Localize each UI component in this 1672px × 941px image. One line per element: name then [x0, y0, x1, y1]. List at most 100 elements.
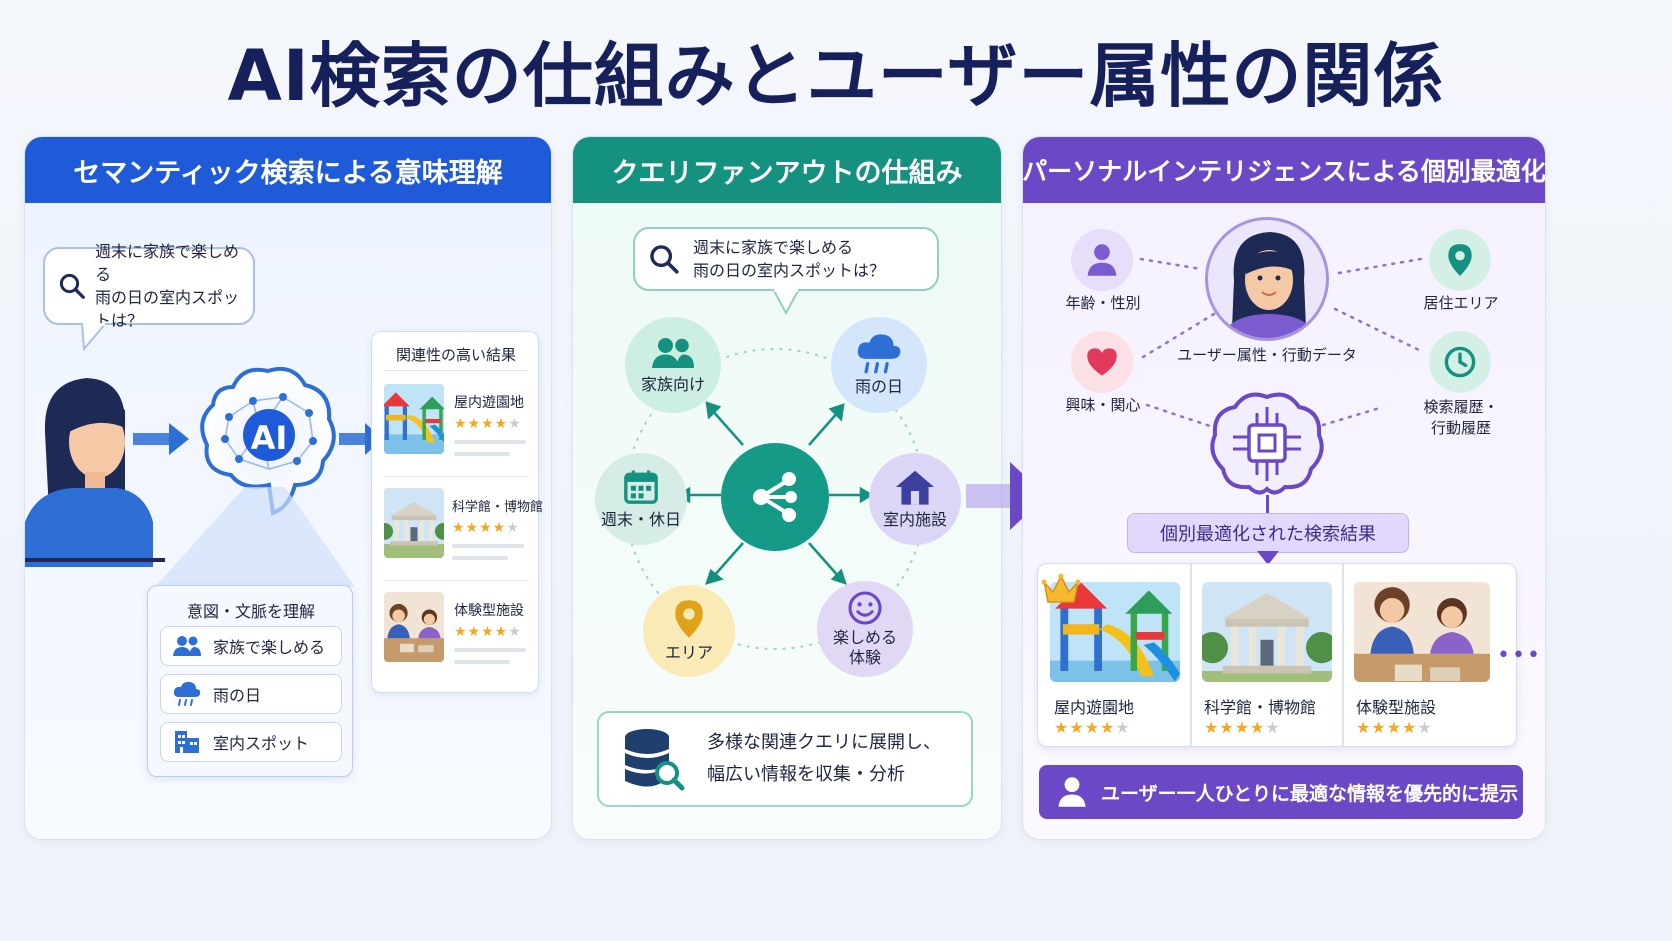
attribute-interests: [1071, 331, 1133, 393]
result-item[interactable]: 体験型施設 ★★★★★: [384, 590, 532, 682]
semantic-search-header: セマンティック検索による意味理解: [25, 137, 551, 203]
intent-label-rain: 雨の日: [213, 686, 262, 705]
intent-label-family: 家族で楽しめる: [213, 638, 326, 657]
fanout-node-label: 室内施設: [882, 510, 947, 529]
building-icon: [175, 731, 199, 753]
user-data-label: ユーザー属性・行動データ: [1177, 346, 1357, 364]
fanout-node-label: 楽しめる: [832, 628, 897, 647]
attribute-age-gender: [1071, 229, 1133, 291]
results-title: 関連性の高い結果: [395, 346, 516, 364]
attribute-label: 興味・関心: [1065, 396, 1141, 414]
user-illustration: [25, 378, 165, 567]
star-rating: ★★★★★: [452, 520, 520, 536]
intent-chip-family: 家族で楽しめる: [160, 626, 342, 666]
intent-label-indoor: 室内スポット: [213, 734, 310, 753]
person-icon: [1087, 244, 1117, 276]
result-label: 屋内遊園地: [454, 395, 524, 411]
avatar: [1220, 232, 1318, 338]
map-pin-icon: [1448, 244, 1472, 276]
star-rating: ★★★★★: [1356, 718, 1433, 737]
note-line-1: 多様な関連クエリに展開し、: [707, 732, 941, 753]
fanout-node-indoor: 室内施設: [869, 453, 961, 545]
ai-brain-icon: [200, 366, 336, 516]
attribute-label-line2: 行動履歴: [1430, 419, 1491, 437]
share-network-icon: [753, 472, 797, 522]
fanout-node-weekend: 週末・休日: [595, 453, 687, 545]
result-item[interactable]: 科学館・博物館 ★★★★★: [384, 486, 543, 578]
result-label: 科学館・博物館: [1204, 698, 1317, 717]
result-label: 体験型施設: [1356, 698, 1437, 717]
query-line-1: 週末に家族で楽しめる: [693, 238, 854, 257]
intent-title: 意図・文脈を理解: [186, 602, 315, 621]
more-results-indicator[interactable]: •••: [1497, 643, 1542, 668]
semantic-search-panel: セマンティック検索による意味理解 週末に家族で楽しめる 雨の日の室内スポットは？: [24, 136, 552, 840]
attribute-label: 年齢・性別: [1065, 294, 1141, 312]
star-rating: ★★★★★: [454, 624, 522, 640]
fanout-node-family: 家族向け: [625, 317, 721, 413]
bubble-tail: [80, 323, 108, 352]
result-label: 科学館・博物館: [452, 500, 544, 515]
query-line-2: 雨の日の室内スポットは？: [693, 261, 886, 280]
search-icon: [59, 273, 85, 299]
query-fanout-panel: クエリファンアウトの仕組み 週末に家族で楽しめる 雨の日の室内スポットは？ 家族…: [572, 136, 1002, 840]
result-item[interactable]: 屋内遊園地 ★★★★★: [384, 382, 532, 474]
workshop-thumbnail: [384, 592, 444, 662]
smile-icon: [848, 591, 882, 625]
attribute-label: 居住エリア: [1423, 294, 1499, 312]
query-fanout-header: クエリファンアウトの仕組み: [573, 137, 1001, 203]
attribute-history: [1429, 331, 1491, 393]
museum-thumbnail: [384, 488, 444, 558]
museum-thumbnail: [1202, 582, 1332, 682]
family-icon: [173, 636, 201, 656]
intent-chip-indoor: 室内スポット: [160, 722, 342, 762]
intent-chip-rain: 雨の日: [160, 674, 342, 714]
fanout-node-label: 週末・休日: [600, 510, 681, 529]
map-pin-icon: [675, 600, 703, 638]
star-rating: ★★★★★: [454, 416, 522, 432]
query-line-2: 雨の日の室内スポットは？: [95, 288, 240, 330]
personal-result-item[interactable]: 科学館・博物館 ★★★★★: [1202, 582, 1332, 742]
query-bubble: 週末に家族で楽しめる 雨の日の室内スポットは？: [43, 242, 255, 330]
focus-beam: [155, 487, 355, 587]
workshop-thumbnail: [1354, 582, 1490, 682]
personal-intelligence-panel: パーソナルインテリジェンスによる個別最適化 ユーザー属性・行動データ 年齢・性別: [1022, 136, 1546, 840]
arrow-to-ai: [133, 423, 189, 455]
ai-chip-brain-icon: [1210, 392, 1324, 495]
result-label: 体験型施設: [454, 603, 524, 619]
rain-cloud-icon: [173, 681, 201, 706]
fanout-node-area: エリア: [643, 585, 735, 677]
fanout-query-bubble: 週末に家族で楽しめる 雨の日の室内スポットは？: [633, 227, 939, 291]
heart-icon: [1087, 348, 1117, 376]
fanout-node-label: 家族向け: [640, 375, 705, 394]
person-icon: [1058, 777, 1086, 807]
rain-cloud-icon: [857, 334, 901, 374]
personal-result-item[interactable]: 屋内遊園地 ★★★★★: [1050, 582, 1180, 742]
playground-thumbnail: [384, 384, 444, 454]
optimized-results-label: 個別最適化された検索結果: [1127, 513, 1409, 553]
note-line-2: 幅広い情報を収集・分析: [707, 764, 905, 785]
query-line-1: 週末に家族で楽しめる: [95, 242, 240, 284]
fanout-node-experience: 楽しめる 体験: [817, 581, 913, 677]
fanout-node-label: 体験: [848, 648, 881, 667]
fanout-node-label: エリア: [664, 643, 713, 662]
down-arrow: [1257, 551, 1279, 565]
priority-footer: ユーザー一人ひとりに最適な情報を優先的に提示: [1039, 765, 1523, 819]
footer-text: ユーザー一人ひとりに最適な情報を優先的に提示: [1101, 782, 1519, 805]
attribute-residence: [1429, 229, 1491, 291]
fanout-note: 多様な関連クエリに展開し、 幅広い情報を収集・分析: [597, 711, 973, 807]
personal-result-item[interactable]: 体験型施設 ★★★★★: [1354, 582, 1490, 742]
star-rating: ★★★★★: [1204, 718, 1281, 737]
intent-box: 意図・文脈を理解 家族で楽しめる 雨の日 室内スポット: [147, 585, 353, 777]
ai-label: AI: [250, 419, 288, 457]
personal-intelligence-header: パーソナルインテリジェンスによる個別最適化: [1023, 137, 1545, 203]
home-icon: [896, 470, 934, 505]
result-label: 屋内遊園地: [1054, 698, 1135, 717]
database-search-icon: [625, 729, 685, 791]
personalized-results-card: 屋内遊園地 ★★★★★ 科学館・博物館 ★★★★★ 体験型施設 ★★★★★: [1037, 563, 1517, 748]
bubble-tail: [771, 289, 801, 316]
page-title: AI検索の仕組みとユーザー属性の関係: [227, 35, 1445, 117]
family-icon: [652, 338, 694, 368]
fanout-hub: [721, 443, 829, 551]
relevant-results-card: 関連性の高い結果 屋内遊園地 ★★★★★ 科学館・博物館 ★★★★★ 体験型施設…: [371, 331, 543, 693]
attribute-label-line1: 検索履歴・: [1423, 398, 1499, 416]
